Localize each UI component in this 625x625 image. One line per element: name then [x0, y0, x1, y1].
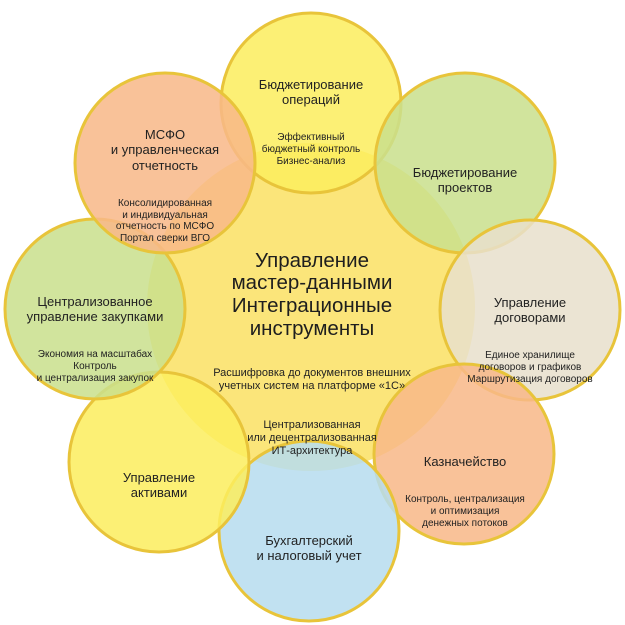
node-circle-treasury [372, 362, 556, 546]
node-assets: Управление активами [84, 451, 234, 519]
node-title-procurement: Централизованное управление закупками [26, 293, 164, 325]
node-title-ifrs: МСФО и управленческая отчетность [110, 126, 220, 173]
node-title-assets: Управление активами [122, 469, 196, 501]
node-ifrs: МСФО и управленческая отчетность Консоли… [90, 108, 240, 264]
node-circle-ifrs [73, 71, 257, 255]
node-details-treasury: Контроль, централизация и оптимизация де… [405, 494, 525, 529]
node-procurement: Централизованное управление закупками Эк… [5, 275, 185, 404]
center-detail-2: Централизованная или децентрализованная … [247, 418, 377, 458]
center-detail-1: Расшифровка до документов внешних учетны… [213, 366, 411, 393]
node-budget-ops: Бюджетирование операций Эффективный бюдж… [236, 58, 386, 187]
node-budget-projects: Бюджетирование проектов [385, 146, 545, 214]
node-title-treasury: Казначейство [423, 453, 507, 469]
center-label: Управление мастер-данными Интеграционные… [196, 231, 428, 478]
node-title-contracts: Управление договорами [493, 294, 567, 326]
node-details-contracts: Единое хранилище договоров и графиков Ма… [467, 350, 593, 385]
node-details-procurement: Экономия на масштабах Контроль и централ… [36, 349, 154, 384]
center-title: Управление мастер-данными Интеграционные… [231, 248, 393, 340]
node-title-accounting: Бухгалтерский и налоговый учет [256, 532, 362, 564]
node-details-budget-ops: Эффективный бюджетный контроль Бизнес-ан… [261, 132, 361, 167]
node-title-budget-ops: Бюджетирование операций [258, 76, 364, 108]
node-accounting: Бухгалтерский и налоговый учет [234, 514, 384, 582]
node-treasury: Казначейство Контроль, централизация и о… [385, 435, 545, 548]
node-title-budget-projects: Бюджетирование проектов [412, 164, 518, 196]
node-contracts: Управление договорами Единое хранилище д… [445, 276, 615, 405]
node-details-ifrs: Консолидированная и индивидуальная отчет… [115, 197, 215, 245]
